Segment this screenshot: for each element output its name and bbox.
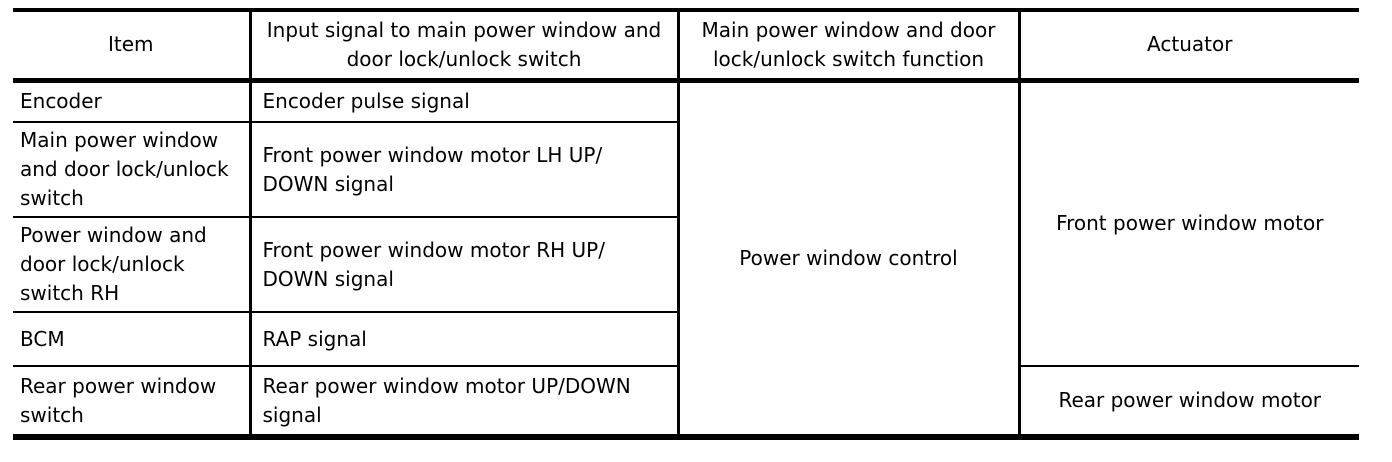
input-signal-cell: RAP signal: [248, 311, 678, 366]
input-signal-cell: Front power window motor RH UP/ DOWN sig…: [248, 216, 678, 312]
table-body: Encoder Encoder pulse signal Power windo…: [13, 79, 1359, 437]
column-header-input-signal: Input signal to main power window and do…: [248, 10, 678, 83]
item-cell: BCM: [13, 311, 250, 366]
actuator-cell-rear: Rear power window motor: [1017, 365, 1359, 437]
table-header: Item Input signal to main power window a…: [13, 10, 1359, 83]
actuator-cell-front: Front power window motor: [1017, 79, 1359, 366]
item-cell: Encoder: [13, 79, 250, 122]
table-row-bcm: BCM RAP signal: [13, 311, 1359, 366]
table-row-encoder: Encoder Encoder pulse signal Power windo…: [13, 79, 1359, 437]
item-cell: Main power window and door lock/unlock s…: [13, 121, 250, 217]
column-header-switch-function: Main power window and door lock/unlock s…: [676, 10, 1019, 83]
item-cell: Power window and door lock/unlock switch…: [13, 216, 250, 312]
input-signal-cell: Encoder pulse signal: [248, 79, 678, 122]
input-signal-cell: Front power window motor LH UP/ DOWN sig…: [248, 121, 678, 217]
switch-function-cell: Power window control: [676, 79, 1019, 437]
table-row-rear-switch: Rear power window switch Rear power wind…: [13, 365, 1359, 437]
column-header-actuator: Actuator: [1017, 10, 1359, 83]
column-header-item: Item: [13, 10, 250, 83]
input-signal-cell: Rear power window motor UP/DOWN signal: [248, 365, 678, 437]
item-cell: Rear power window switch: [13, 365, 250, 437]
power-window-signal-table: Item Input signal to main power window a…: [13, 8, 1359, 440]
table-row-main-switch: Main power window and door lock/unlock s…: [13, 121, 1359, 217]
table-row-rh-switch: Power window and door lock/unlock switch…: [13, 216, 1359, 312]
header-row: Item Input signal to main power window a…: [13, 10, 1359, 83]
